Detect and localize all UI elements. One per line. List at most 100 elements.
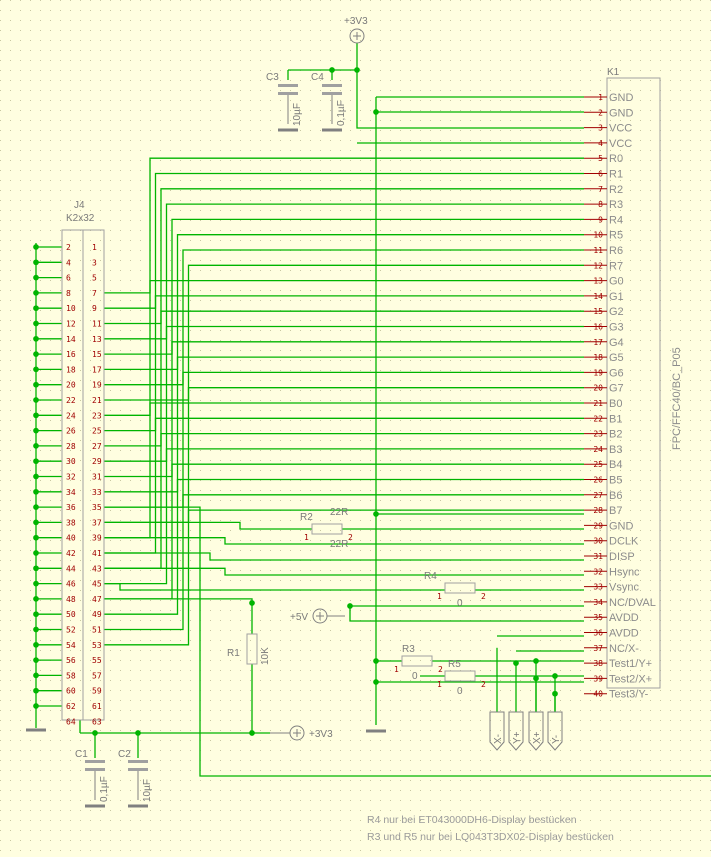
j4-pin-odd: 43: [92, 564, 102, 573]
junction-dot: [33, 519, 39, 526]
k1-pin-number: 12: [593, 261, 603, 270]
k1-pin-number: 31: [593, 552, 603, 561]
k1-pin-number: 2: [598, 108, 603, 117]
junction-dot: [33, 657, 39, 663]
j4-pin-odd: 53: [92, 641, 102, 650]
k1-signal-label: G0: [609, 276, 624, 288]
resistor-value: 0: [457, 686, 463, 697]
k1-pin-number: 35: [593, 613, 603, 622]
j4-pin-even: 28: [66, 442, 76, 451]
k1-signal-label: DCLK: [609, 536, 639, 548]
k1-signal-label: Hsync: [609, 566, 640, 578]
wire: [104, 506, 711, 777]
resistor-pin: 2: [481, 592, 486, 601]
k1-pin-number: 30: [593, 537, 603, 546]
junction-dot: [33, 335, 39, 342]
k1-signal-label: B4: [609, 459, 622, 471]
junction-dot: [533, 658, 539, 664]
junction-dot: [249, 730, 255, 736]
k1-signal-label: B5: [609, 475, 622, 487]
j4-pin-odd: 39: [92, 534, 102, 543]
junction-dot: [33, 626, 39, 633]
test-point-label: X+: [532, 731, 543, 744]
capacitor-plate: [278, 92, 298, 95]
k1-signal-label: R1: [609, 169, 623, 181]
wire: [356, 52, 584, 129]
junction-dot: [33, 381, 39, 388]
j4-pin-odd: 17: [92, 365, 102, 374]
j4-pin-even: 52: [66, 626, 76, 635]
j4-pin-odd: 5: [92, 274, 97, 283]
k1-pin-number: 36: [593, 629, 603, 638]
k1-signal-label: G4: [609, 337, 624, 349]
k1-pin-number: 11: [593, 246, 603, 255]
k1-pin-number: 7: [598, 185, 603, 194]
j4-pin-odd: 45: [92, 580, 102, 589]
wire: [349, 606, 584, 622]
j4-pin-even: 10: [66, 304, 76, 313]
j4-pin-even: 22: [66, 396, 76, 405]
resistor-value: 0: [457, 598, 463, 609]
wire: [104, 598, 253, 634]
k1-pin-number: 37: [593, 644, 603, 653]
j4-pin-even: 50: [66, 610, 76, 619]
k1-pin-number: 26: [593, 476, 603, 485]
wire: [104, 172, 584, 309]
k1-pin-number: 14: [593, 292, 603, 301]
resistor-body: [444, 670, 476, 682]
j4-pin-odd: 29: [92, 457, 102, 466]
k1-pin-number: 33: [593, 583, 603, 592]
k1-pin-number: 23: [593, 430, 603, 439]
junction-dot: [33, 427, 39, 434]
j4-pin-odd: 27: [92, 442, 102, 451]
wire: [104, 325, 584, 462]
wire: [104, 310, 584, 447]
wire: [104, 567, 584, 576]
wire: [104, 218, 584, 355]
j4-pin-even: 18: [66, 365, 76, 374]
k1-pin-number: 32: [593, 567, 603, 576]
junction-dot: [33, 412, 39, 419]
test-point: [508, 711, 524, 751]
k1-pin-number: 27: [593, 491, 603, 500]
j4-pin-odd: 31: [92, 473, 102, 482]
junction-dot: [33, 244, 39, 250]
wire: [104, 521, 312, 530]
k1-signal-label: DISP: [609, 551, 635, 563]
junction-dot: [33, 672, 39, 679]
k1-signal-label: G5: [609, 352, 624, 364]
junction-dot: [33, 274, 39, 281]
k1-signal-label: R5: [609, 230, 623, 242]
j4-pin-even: 30: [66, 457, 76, 466]
capacitor-name: C4: [311, 72, 324, 83]
wire: [104, 157, 584, 294]
j4-pin-even: 34: [66, 488, 76, 497]
j4-pin-even: 62: [66, 702, 76, 711]
j4-pin-odd: 23: [92, 411, 102, 420]
j4-pin-odd: 61: [92, 702, 102, 711]
wire: [104, 249, 584, 386]
resistor-value: 0: [412, 671, 418, 682]
j4-pin-even: 42: [66, 549, 76, 558]
junction-dot: [33, 305, 39, 312]
j4-pin-even: 12: [66, 320, 76, 329]
junction-dot: [33, 641, 39, 648]
junction-dot: [33, 443, 39, 449]
k1-signal-label: Test2/X+: [609, 673, 652, 685]
capacitor-plate: [128, 768, 148, 771]
j4-pin-odd: 55: [92, 656, 102, 665]
resistor-name: R5: [448, 659, 461, 670]
k1-signal-label: NC/DVAL: [609, 597, 656, 609]
j4-pin-even: 26: [66, 427, 76, 436]
wire: [104, 448, 584, 585]
capacitor-value: 10µF: [142, 779, 153, 802]
k1-pin-number: 19: [593, 368, 603, 377]
capacitor-plate: [128, 760, 148, 763]
j4-pin-even: 2: [66, 243, 71, 252]
test-point: [528, 711, 544, 751]
k1-pin-number: 4: [598, 139, 603, 148]
k1-signal-label: B6: [609, 490, 622, 502]
j4-pin-even: 38: [66, 518, 76, 527]
